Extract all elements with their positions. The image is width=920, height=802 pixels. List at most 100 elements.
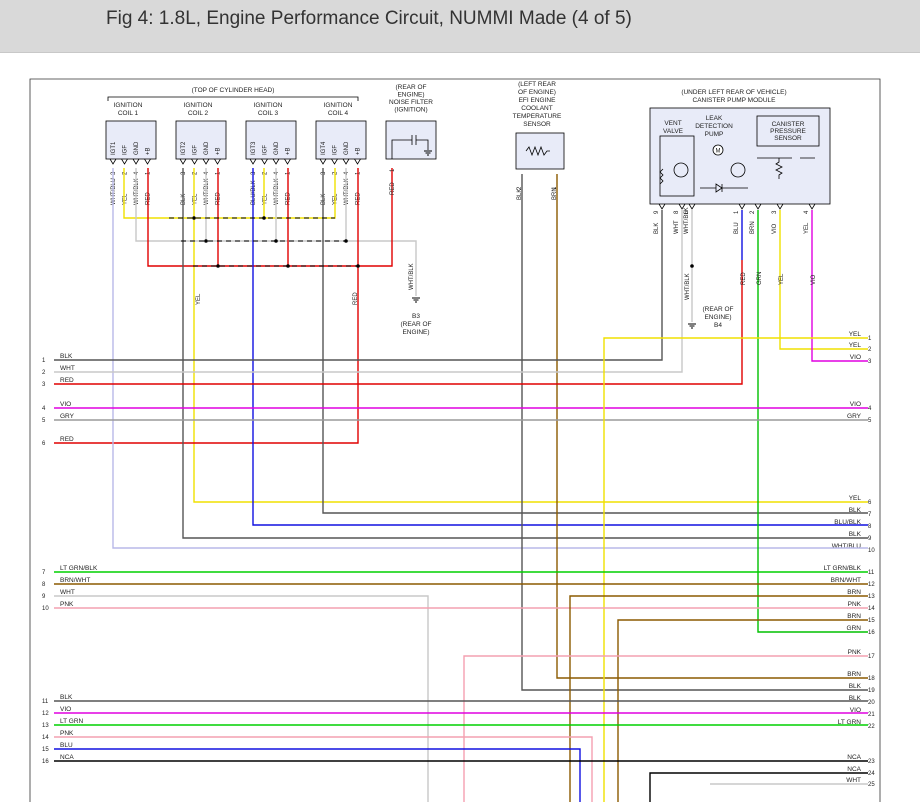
coil-wire-label: WHT/BLK bbox=[134, 178, 140, 205]
coil-pin-num: 4 bbox=[274, 171, 280, 175]
right-harness-label: WHT bbox=[846, 777, 861, 784]
noise-filter-label: (REAR OF bbox=[395, 84, 426, 91]
canister-pin-num: 4 bbox=[804, 210, 810, 214]
canister-wire-label: BRN bbox=[750, 221, 756, 234]
coolant-blk-wire-19 bbox=[521, 174, 868, 691]
connector-terminal bbox=[319, 158, 327, 165]
right-harness-num: 15 bbox=[868, 618, 875, 624]
coil-name: COIL 1 bbox=[118, 110, 139, 117]
connector-terminal bbox=[179, 158, 187, 165]
coil-pin-label: GND bbox=[134, 141, 140, 155]
red-wire-3 bbox=[54, 260, 743, 385]
right-harness-num: 3 bbox=[868, 359, 872, 365]
coil-name: COIL 2 bbox=[188, 110, 209, 117]
splice-dot bbox=[274, 239, 278, 243]
coil-name: COIL 3 bbox=[258, 110, 279, 117]
right-harness-num: 23 bbox=[868, 759, 875, 765]
vio-wire-3 bbox=[811, 210, 868, 362]
noise-filter-label: NOISE FILTER bbox=[389, 99, 433, 106]
noise-filter-internal bbox=[391, 139, 412, 159]
coil-wire-label: BLK bbox=[181, 194, 187, 205]
left-harness-num: 11 bbox=[42, 699, 49, 705]
coil-name: IGNITION bbox=[254, 102, 283, 109]
left-harness-num: 1 bbox=[42, 358, 46, 364]
left-harness-label: BRN/WHT bbox=[60, 577, 90, 584]
right-harness-num: 1 bbox=[868, 336, 872, 342]
connector-terminal bbox=[144, 158, 151, 165]
splice-dot bbox=[344, 239, 348, 243]
coil-pin-num: 4 bbox=[344, 171, 350, 175]
coil-pin-num: 3 bbox=[181, 171, 187, 175]
coolant-sensor-box bbox=[515, 132, 565, 170]
connector-terminal bbox=[272, 158, 280, 165]
right-harness-label: BLK bbox=[849, 683, 862, 690]
canister-pin-num: 9 bbox=[654, 210, 660, 214]
coil-pin-label: +B bbox=[146, 147, 152, 155]
splice-dot bbox=[262, 216, 266, 220]
figure-banner: Fig 4: 1.8L, Engine Performance Circuit,… bbox=[0, 0, 920, 53]
right-harness-label: PNK bbox=[848, 601, 862, 608]
left-harness-label: BLK bbox=[60, 694, 73, 701]
coil-wire-label: WHT/BLK bbox=[204, 178, 210, 205]
noise-filter-pin-num: 1 bbox=[390, 168, 396, 172]
coil-wire-label: WHT/BLU bbox=[111, 178, 117, 205]
right-harness-num: 20 bbox=[868, 700, 875, 706]
left-harness-label: PNK bbox=[60, 601, 74, 608]
splice-dot bbox=[216, 264, 220, 268]
right-harness-label: VIO bbox=[850, 354, 861, 361]
cylinder-head-bracket bbox=[107, 96, 359, 101]
coolant-sensor-label: EFI ENGINE bbox=[519, 97, 557, 104]
left-harness-label: LT GRN/BLK bbox=[60, 565, 98, 572]
coil-pin-label: GND bbox=[344, 141, 350, 155]
right-harness-label: LT GRN/BLK bbox=[824, 565, 862, 572]
right-harness-label: BLU/BLK bbox=[834, 519, 861, 526]
coil-pin-label: +B bbox=[286, 147, 292, 155]
motor-label: M bbox=[716, 149, 721, 155]
red-bus-wire bbox=[147, 168, 393, 267]
canister-wire-label: WHT/BLK bbox=[684, 207, 690, 234]
right-harness-label: GRN bbox=[847, 625, 862, 632]
coil-pin-label: +B bbox=[216, 147, 222, 155]
wht-wire-9 bbox=[54, 595, 429, 802]
coil-name: IGNITION bbox=[324, 102, 353, 109]
connector-terminal bbox=[331, 158, 338, 165]
coil-name: IGNITION bbox=[184, 102, 213, 109]
left-harness-num: 10 bbox=[42, 606, 49, 612]
canister-wire-label: WHT bbox=[674, 220, 680, 234]
coil-pin-label: IGF bbox=[123, 145, 129, 155]
ground-b4-label: (REAR OF bbox=[702, 306, 733, 313]
connector-terminal bbox=[754, 203, 762, 210]
right-harness-num: 16 bbox=[868, 630, 875, 636]
coil-wire-label: BLK bbox=[321, 194, 327, 205]
canister-lower-label: RED bbox=[741, 272, 747, 285]
coil-wire-label: WHT/BLK bbox=[344, 178, 350, 205]
left-harness-num: 9 bbox=[42, 594, 46, 600]
left-harness-label: WHT bbox=[60, 365, 75, 372]
coil-wire-label: YEL bbox=[123, 193, 129, 205]
right-harness-num: 19 bbox=[868, 688, 875, 694]
left-harness-num: 7 bbox=[42, 570, 46, 576]
thermistor-symbol bbox=[525, 145, 550, 157]
canister-module-label: (UNDER LEFT REAR OF VEHICLE) bbox=[681, 89, 786, 96]
blu-blk-wire-8 bbox=[252, 168, 868, 526]
canister-pin-num: 3 bbox=[772, 210, 778, 214]
coolant-sensor-label: TEMPERATURE bbox=[513, 113, 562, 120]
pressure-sensor-label: SENSOR bbox=[774, 135, 802, 142]
coil-pin-label: IGT1 bbox=[111, 141, 117, 155]
coil-pin-num: 3 bbox=[321, 171, 327, 175]
connector-terminal bbox=[688, 203, 696, 210]
pressure-sensor-label: PRESSURE bbox=[770, 128, 806, 135]
coil-wire-label: YEL bbox=[193, 193, 199, 205]
coil-wire-label: WHT/BLK bbox=[274, 178, 280, 205]
coil-pin-label: IGT2 bbox=[181, 141, 187, 155]
coolant-brn-wire-18 bbox=[556, 174, 868, 679]
left-harness-label: NCA bbox=[60, 754, 74, 761]
nca-wire-24 bbox=[649, 772, 868, 802]
right-harness-label: VIO bbox=[850, 401, 861, 408]
right-harness-num: 7 bbox=[868, 512, 872, 518]
right-harness-num: 2 bbox=[868, 347, 872, 353]
blk-wire-9 bbox=[182, 168, 868, 539]
cylinder-head-label: (TOP OF CYLINDER HEAD) bbox=[192, 87, 275, 94]
connector-terminal bbox=[658, 203, 666, 210]
connector-terminal bbox=[109, 158, 117, 165]
